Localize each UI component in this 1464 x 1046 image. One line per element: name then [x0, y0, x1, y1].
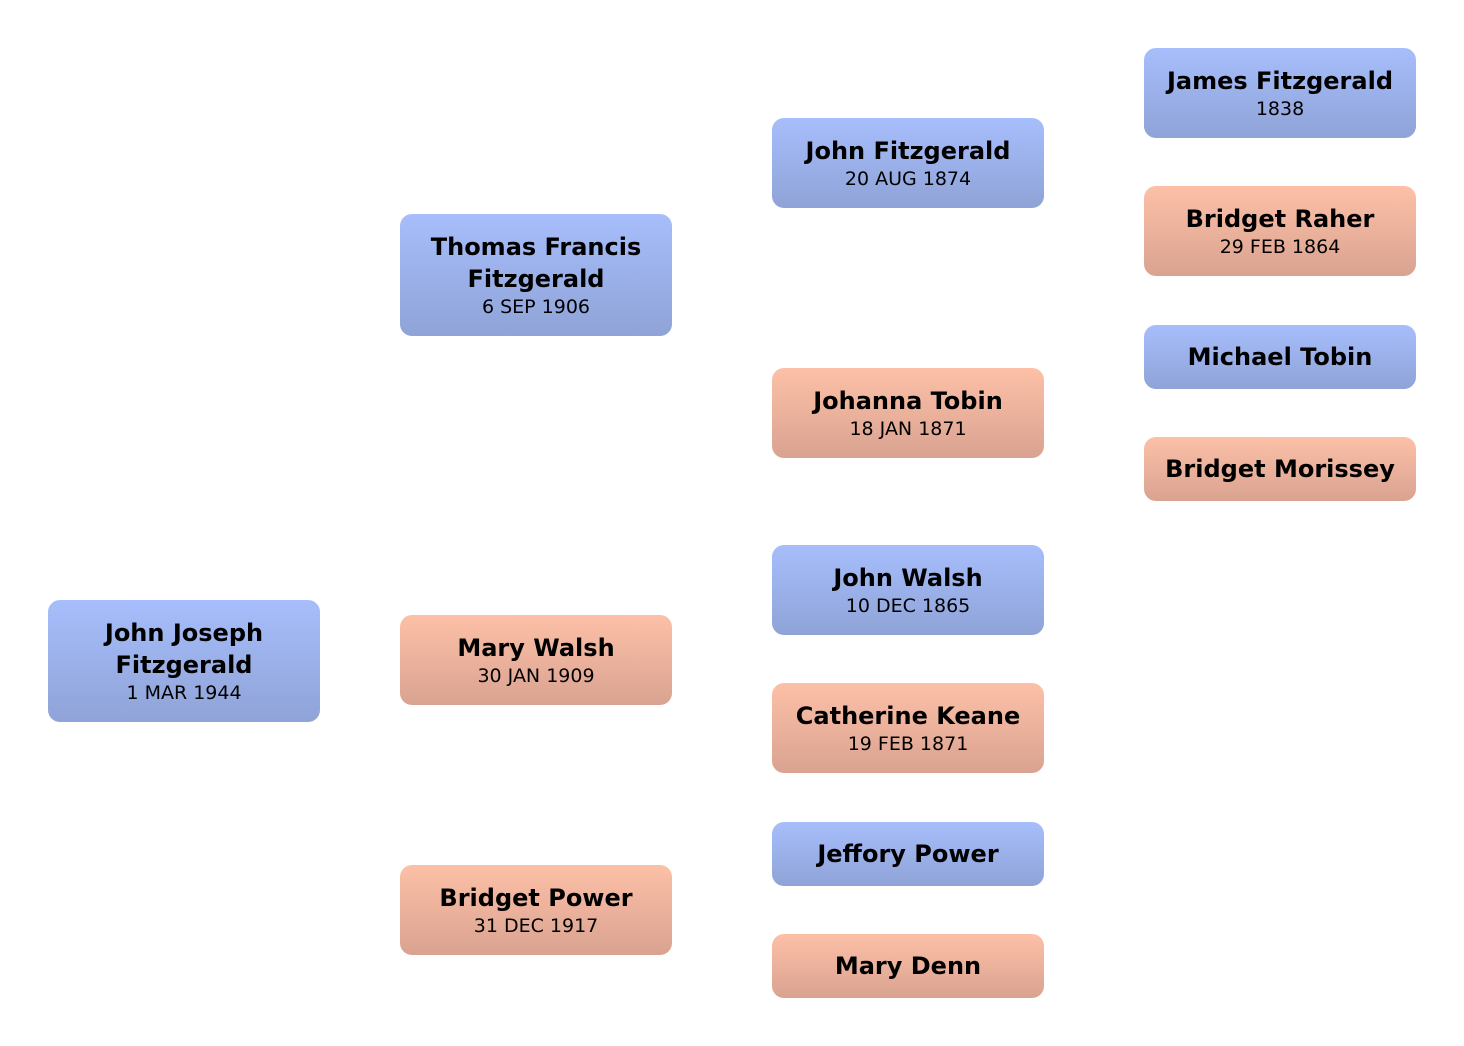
person-name: Bridget Morissey — [1165, 455, 1395, 483]
person-date: 1838 — [1255, 98, 1305, 120]
person-card[interactable]: James Fitzgerald 1838 — [1144, 48, 1416, 138]
person-card-father[interactable]: Thomas Francis Fitzgerald 6 SEP 1906 — [400, 214, 672, 336]
person-name: Johanna Tobin — [813, 387, 1003, 415]
person-card[interactable]: John Fitzgerald 20 AUG 1874 — [772, 118, 1044, 208]
person-date: 6 SEP 1906 — [481, 296, 591, 318]
person-date: 1 MAR 1944 — [126, 682, 242, 704]
person-date: 20 AUG 1874 — [844, 168, 972, 190]
person-date: 10 DEC 1865 — [845, 595, 971, 617]
person-card[interactable]: Michael Tobin — [1144, 325, 1416, 389]
person-card[interactable]: John Walsh 10 DEC 1865 — [772, 545, 1044, 635]
person-name: Bridget Power — [439, 884, 633, 912]
person-name: John Walsh — [833, 564, 983, 592]
person-date: 18 JAN 1871 — [849, 418, 967, 440]
person-name: Catherine Keane — [795, 702, 1021, 730]
person-card[interactable]: Bridget Morissey — [1144, 437, 1416, 501]
person-card[interactable]: Johanna Tobin 18 JAN 1871 — [772, 368, 1044, 458]
person-date: 29 FEB 1864 — [1219, 236, 1341, 258]
person-date: 31 DEC 1917 — [473, 915, 599, 937]
person-name: John Joseph Fitzgerald — [104, 619, 264, 679]
person-date: 19 FEB 1871 — [847, 733, 969, 755]
person-card[interactable]: Jeffory Power — [772, 822, 1044, 886]
person-card-spouse[interactable]: Bridget Power 31 DEC 1917 — [400, 865, 672, 955]
person-name: Thomas Francis Fitzgerald — [430, 233, 642, 293]
person-card[interactable]: Bridget Raher 29 FEB 1864 — [1144, 186, 1416, 276]
person-date: 30 JAN 1909 — [477, 665, 595, 687]
person-name: Michael Tobin — [1187, 343, 1373, 371]
person-card-mother[interactable]: Mary Walsh 30 JAN 1909 — [400, 615, 672, 705]
person-name: Bridget Raher — [1185, 205, 1375, 233]
person-name: John Fitzgerald — [805, 137, 1011, 165]
person-name: Mary Denn — [834, 952, 982, 980]
person-card[interactable]: Mary Denn — [772, 934, 1044, 998]
person-name: Mary Walsh — [457, 634, 615, 662]
person-card-root[interactable]: John Joseph Fitzgerald 1 MAR 1944 — [48, 600, 320, 722]
person-name: Jeffory Power — [817, 840, 999, 868]
person-card[interactable]: Catherine Keane 19 FEB 1871 — [772, 683, 1044, 773]
person-name: James Fitzgerald — [1166, 67, 1393, 95]
